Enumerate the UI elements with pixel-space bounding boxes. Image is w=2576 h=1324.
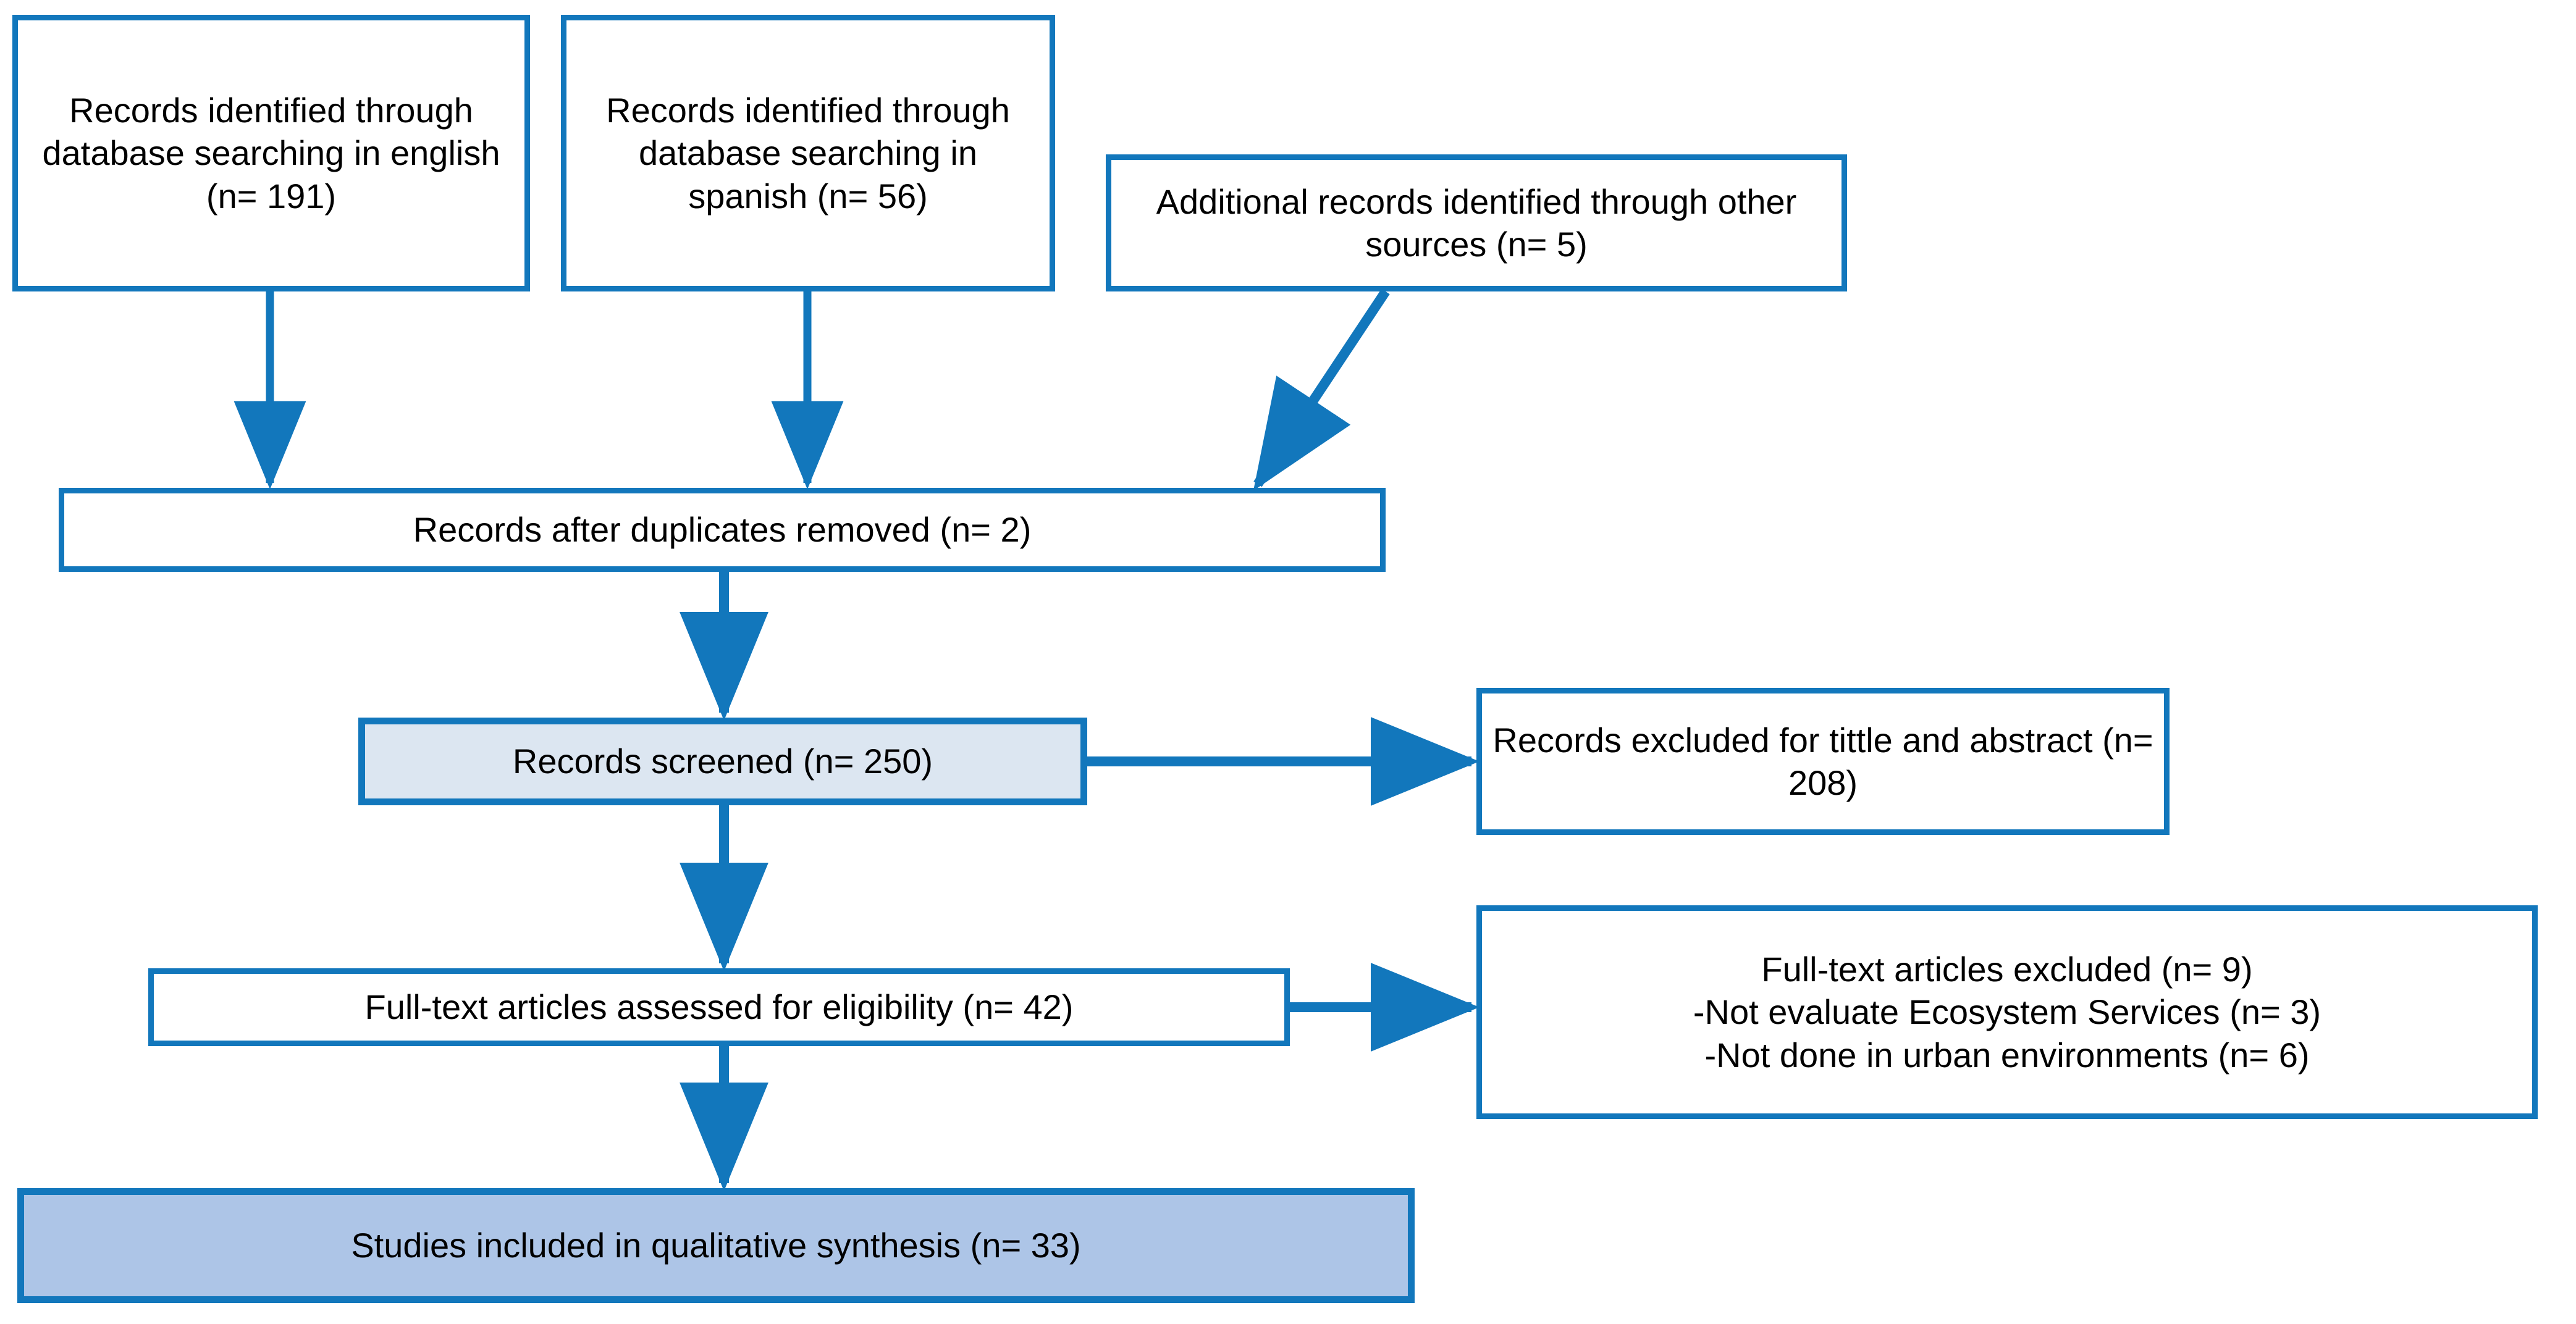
node-records-after-duplicates: Records after duplicates removed (n= 2) bbox=[59, 488, 1386, 572]
node-records-identified-english: Records identified through database sear… bbox=[12, 15, 530, 291]
node-records-screened: Records screened (n= 250) bbox=[358, 718, 1087, 805]
node-records-excluded: Records excluded for tittle and abstract… bbox=[1476, 688, 2170, 835]
node-records-identified-spanish: Records identified through database sear… bbox=[561, 15, 1055, 291]
node-fulltext-articles-assessed: Full-text articles assessed for eligibil… bbox=[148, 968, 1290, 1046]
node-additional-records: Additional records identified through ot… bbox=[1106, 154, 1847, 291]
edge-additional-to-duplicates bbox=[1253, 288, 1390, 491]
node-studies-included: Studies included in qualitative synthesi… bbox=[17, 1188, 1415, 1303]
node-fulltext-articles-excluded: Full-text articles excluded (n= 9) -Not … bbox=[1476, 905, 2538, 1119]
